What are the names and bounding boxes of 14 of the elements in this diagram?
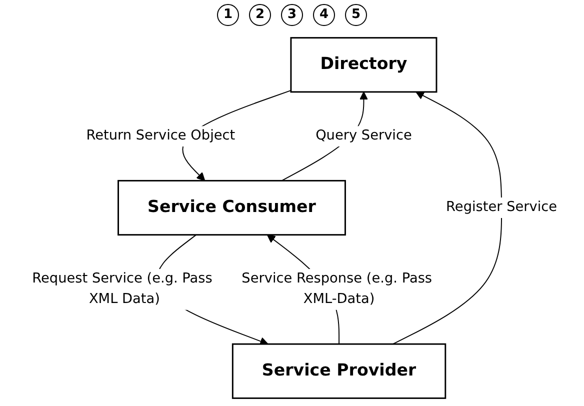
arrow [392,92,502,345]
edge-label: Query Service [316,128,412,144]
node-box: Service Provider [232,343,446,399]
edge-label: Return Service Object [86,128,236,144]
node-box: Directory [290,37,438,93]
callout-number: 3 [281,4,303,26]
node-box: Service Consumer [118,180,346,236]
callout-number: 2 [249,4,271,26]
callout-number: 4 [313,4,335,26]
callout-number: 1 [217,4,239,26]
edge-label: Service Response (e.g. Pass XML-Data) [242,270,432,307]
callout-number: 5 [345,4,367,26]
edge-label: Register Service [446,199,558,216]
edge-label: Request Service (e.g. Pass XML Data) [32,270,212,307]
